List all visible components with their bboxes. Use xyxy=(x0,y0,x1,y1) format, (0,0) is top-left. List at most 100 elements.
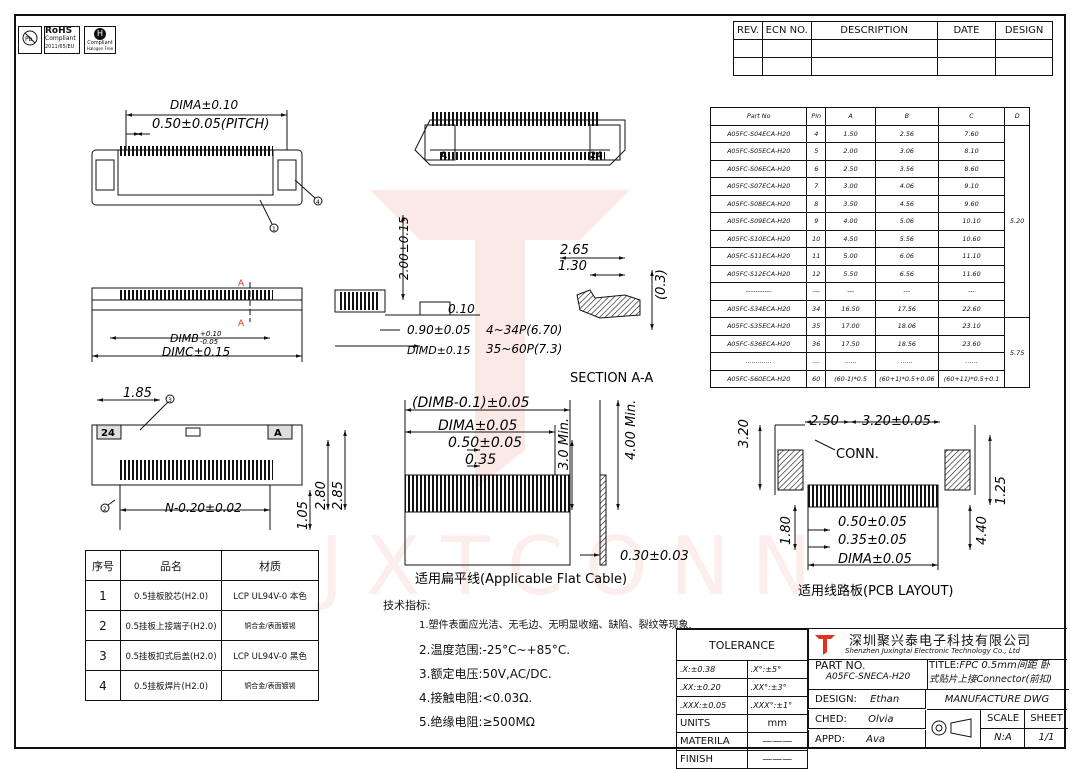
balloon-2: 2 xyxy=(100,503,110,513)
tol-x-deg: .X°:±5° xyxy=(746,660,809,679)
materila-value: ——— xyxy=(746,732,809,751)
fc-dima: DIMA±0.05 xyxy=(438,418,518,434)
revision-header-row: REV. ECN NO. DESCRIPTION DATE DESIGN xyxy=(733,21,1053,40)
pcb-conn: CONN. xyxy=(836,447,879,462)
dim-dimb-tol-plus: +0.10 xyxy=(200,330,222,338)
part-table-cell: (60-1)*0.5 xyxy=(825,369,876,388)
part-no-value: A05FC-SNECA-H20 xyxy=(825,672,911,682)
part-table-row: ................................... xyxy=(709,352,1030,371)
balloon-1: 1 xyxy=(269,223,279,233)
balloon-3: 3 xyxy=(165,394,175,404)
bottom-view xyxy=(91,398,347,530)
tol-xx-deg: .XX°:±3° xyxy=(746,678,809,697)
pcb-320w: 3.20±0.05 xyxy=(862,414,931,429)
company-block: 深圳聚兴泰电子科技有限公司 Shenzhen Juxingtai Electro… xyxy=(808,629,1067,660)
svg-text:2: 2 xyxy=(103,506,107,513)
note-item: 4.接触电阻:<0.03Ω. xyxy=(419,691,533,705)
bom-cell: 0.5挂板胶芯(H2.0) xyxy=(120,580,222,611)
flat-cable-view xyxy=(404,400,620,566)
appd-value: Ava xyxy=(866,734,886,745)
sheet-value: 1/1 xyxy=(1038,732,1055,743)
note-item: 3.额定电压:50V,AC/DC. xyxy=(419,667,552,681)
bom-cell: LCP UL94V-0 本色 xyxy=(221,580,319,611)
tol-x: .X:±0.38 xyxy=(676,660,748,679)
dim-n-pitch: N-0.20±0.02 xyxy=(165,501,242,515)
pcb-layout-view xyxy=(758,420,992,570)
iso-label-a: A xyxy=(440,151,447,161)
company-name-en: Shenzhen Juxingtai Electronic Technology… xyxy=(845,647,1020,655)
dim-285: 2.85 xyxy=(331,481,346,510)
svg-text:3: 3 xyxy=(168,397,172,404)
part-table-d2: 5.75 xyxy=(1004,317,1030,388)
note-item: 1.塑件表面应光洁、无毛边、无明显收缩、缺陷、裂纹等现象. xyxy=(419,620,692,631)
bom-cell: 1 xyxy=(85,580,121,611)
dim-dimb-tol-minus: -0.05 xyxy=(200,338,219,346)
bom-cell: 2 xyxy=(85,610,121,641)
scale-value: N:A xyxy=(994,732,1012,743)
finish-label: FINISH xyxy=(676,750,748,769)
fc-3min: 3.0 Min. xyxy=(557,418,572,470)
halogen-free-logo: H Compliant Halogen Free xyxy=(84,26,116,54)
company-logo-icon xyxy=(815,635,835,655)
iso-label-24: 24 xyxy=(590,151,603,161)
bom-col-no: 序号 xyxy=(85,550,121,581)
bottom-label-a: A xyxy=(274,428,282,439)
title-cell: TITLE:FPC 0.5mm间距 卧 式贴片上接Connector(前扣) xyxy=(927,659,1069,690)
rohs-logo: RoHS Compliant 2011/65/EU xyxy=(44,26,80,54)
dim-03: (0.3) xyxy=(654,269,669,300)
finish-value: ——— xyxy=(746,750,809,769)
part-table-cell: 23.60 xyxy=(937,334,1006,353)
pcb-035: 0.35±0.05 xyxy=(838,533,907,548)
front-view xyxy=(91,282,303,362)
balloon-4: 4 xyxy=(313,196,323,206)
dim-265: 2.65 xyxy=(560,243,589,258)
part-table-cell: (60+1)*0.5+0.06 xyxy=(874,369,939,388)
sheet-cell: SHEET 1/1 xyxy=(1024,710,1068,749)
bom-cell: 铜合金/表面镀锡 xyxy=(221,610,319,641)
ched-cell: CHED: Olvia xyxy=(808,710,926,729)
dim-200: 2.00±0.15 xyxy=(397,217,411,281)
bottom-label-24: 24 xyxy=(101,428,115,439)
part-table-cell: ...... xyxy=(874,352,939,371)
hf-text2: Halogen Free xyxy=(86,46,114,51)
dim-dima-top: DIMA±0.10 xyxy=(170,98,238,112)
notes-title: 技术指标: xyxy=(383,599,431,612)
tolerance-table: TOLERANCE .X:±0.38.X°:±5° .XX:±0.20.XX°:… xyxy=(676,629,809,769)
design-label: DESIGN: xyxy=(815,694,857,705)
scale-cell: SCALE N:A xyxy=(980,710,1025,749)
revision-table: REV. ECN NO. DESCRIPTION DATE DESIGN xyxy=(733,21,1053,76)
note-item: 5.绝缘电阻:≥500MΩ xyxy=(419,715,535,729)
dim-pitch: 0.50±0.05(PITCH) xyxy=(152,117,269,132)
tol-xxx-deg: .XXX°:±1° xyxy=(746,696,809,715)
bom-cell: 0.5挂板扣式后盖(H2.0) xyxy=(120,640,222,671)
tol-xx: .XX:±0.20 xyxy=(676,678,748,697)
rohs-title: RoHS xyxy=(45,26,73,36)
appd-cell: APPD: Ava xyxy=(808,730,926,749)
ched-label: CHED: xyxy=(815,714,847,725)
bom-col-material: 材质 xyxy=(221,550,319,581)
pcb-125: 1.25 xyxy=(994,476,1009,505)
fc-dimb: (DIMB-0.1)±0.05 xyxy=(412,395,530,411)
pcb-250: 2.50 xyxy=(810,414,839,429)
part-no-cell: PART NO. A05FC-SNECA-H20 xyxy=(808,659,928,690)
design-value: Ethan xyxy=(870,694,900,705)
bom-cell: LCP UL94V-0 黑色 xyxy=(221,640,319,671)
dim-105: 1.05 xyxy=(296,501,311,530)
sheet-label: SHEET xyxy=(1025,710,1068,729)
bom-header: 序号 品名 材质 xyxy=(85,550,319,581)
revision-row xyxy=(733,39,1053,58)
materila-label: MATERILA xyxy=(676,732,748,751)
bom-cell: 0.5挂板上接端子(H2.0) xyxy=(120,610,222,641)
dim-185: 1.85 xyxy=(123,386,152,401)
pcb-caption: 适用线路板(PCB LAYOUT) xyxy=(798,583,953,599)
